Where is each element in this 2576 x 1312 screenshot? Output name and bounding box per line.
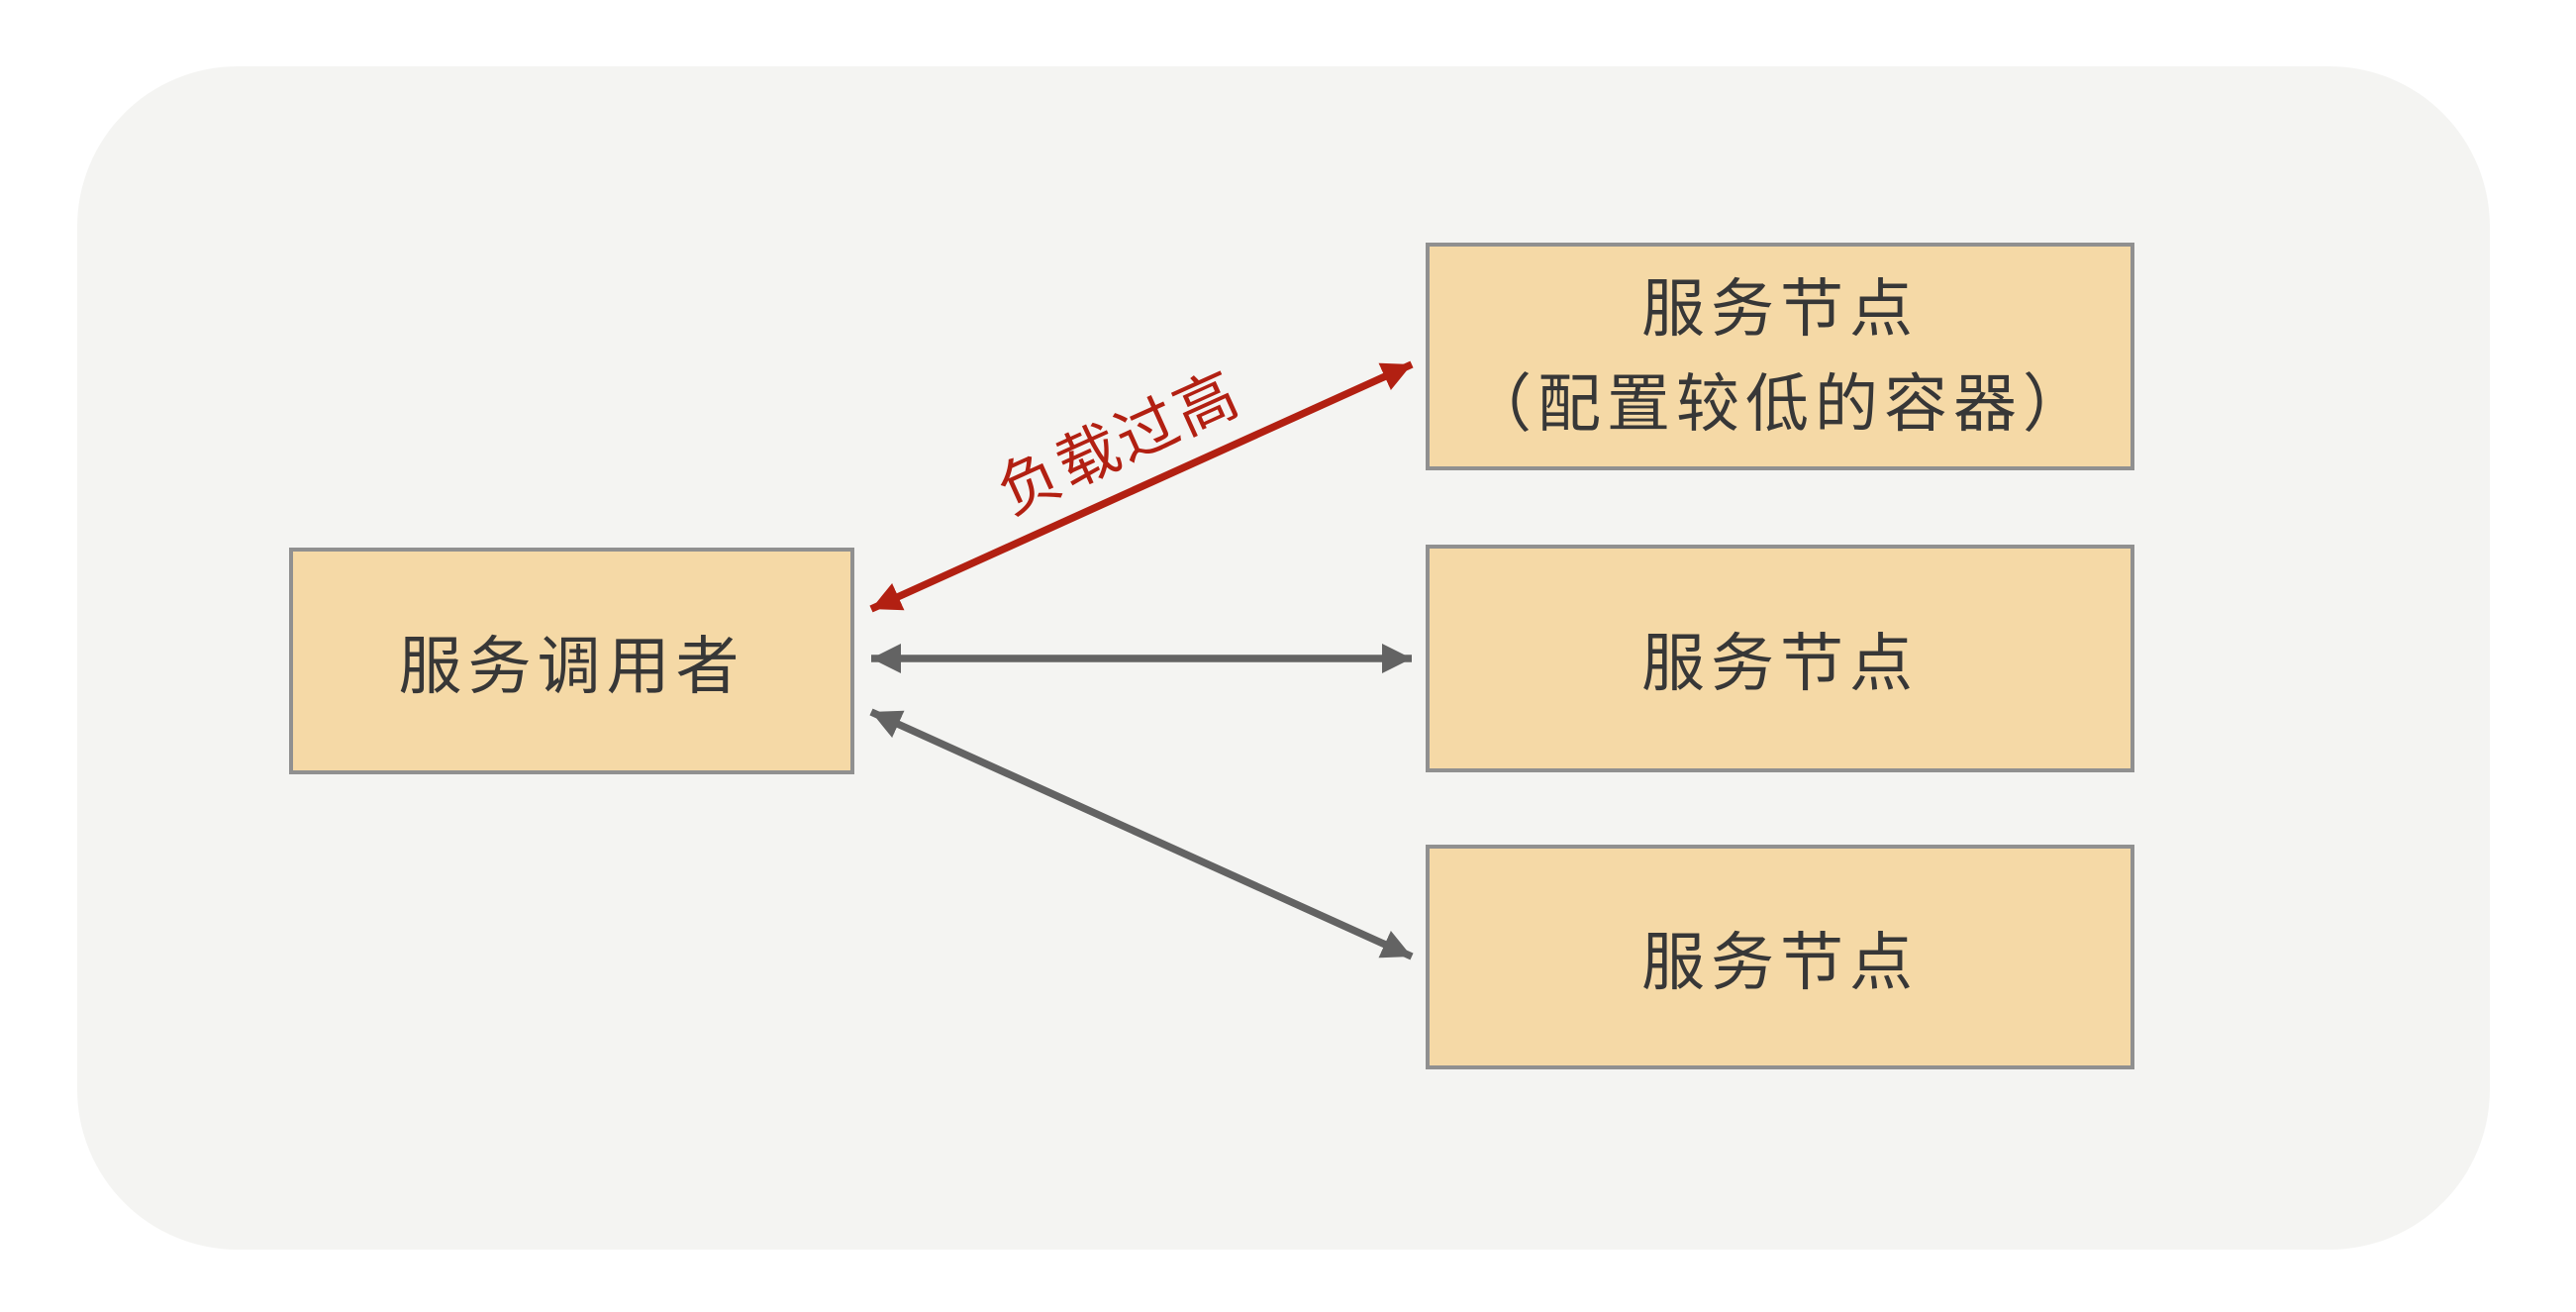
service-node-bottom-label: 服务节点 [1641, 926, 1919, 998]
service-node-low-config-line1: 服务节点 [1641, 273, 1919, 345]
service-node-middle-label: 服务节点 [1641, 628, 1919, 699]
service-caller-node: 服务调用者 [289, 548, 854, 774]
service-node-low-config-line2: （配置较低的容器） [1468, 368, 2092, 440]
service-node-middle: 服务节点 [1426, 545, 2134, 772]
service-node-low-config: 服务节点 （配置较低的容器） [1426, 243, 2134, 470]
service-caller-label: 服务调用者 [398, 630, 745, 702]
service-node-bottom: 服务节点 [1426, 845, 2134, 1069]
